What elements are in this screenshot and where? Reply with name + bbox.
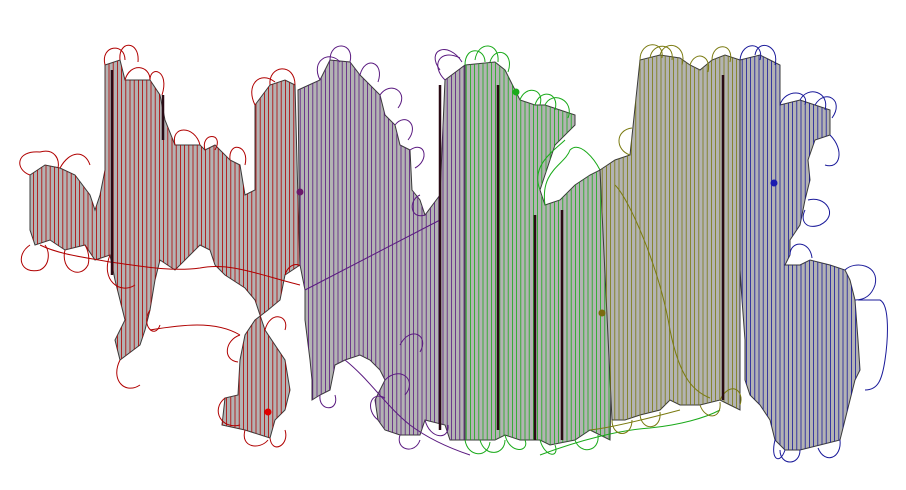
partition-green-seed-point xyxy=(512,88,520,96)
partition-blue xyxy=(739,44,888,463)
partition-red-turn-loops xyxy=(19,44,307,448)
partition-blue-turn-loops xyxy=(739,44,888,463)
partition-red-seed-point xyxy=(264,408,272,416)
partition-purple xyxy=(296,45,471,456)
partition-purple-turn-loops xyxy=(304,45,471,456)
partition-blue-seed-point xyxy=(770,179,778,187)
partition-olive-turn-loops xyxy=(589,44,742,434)
partition-olive-area xyxy=(599,54,741,421)
partition-olive xyxy=(589,44,742,434)
partition-boundaries xyxy=(110,70,725,440)
partition-green-area xyxy=(464,61,616,446)
partition-blue-area xyxy=(739,54,861,451)
partition-olive-seed-point xyxy=(598,309,606,317)
partition-purple-seed-point xyxy=(296,188,304,196)
partition-red-area xyxy=(29,59,301,439)
partition-green-turn-loops xyxy=(464,45,721,456)
